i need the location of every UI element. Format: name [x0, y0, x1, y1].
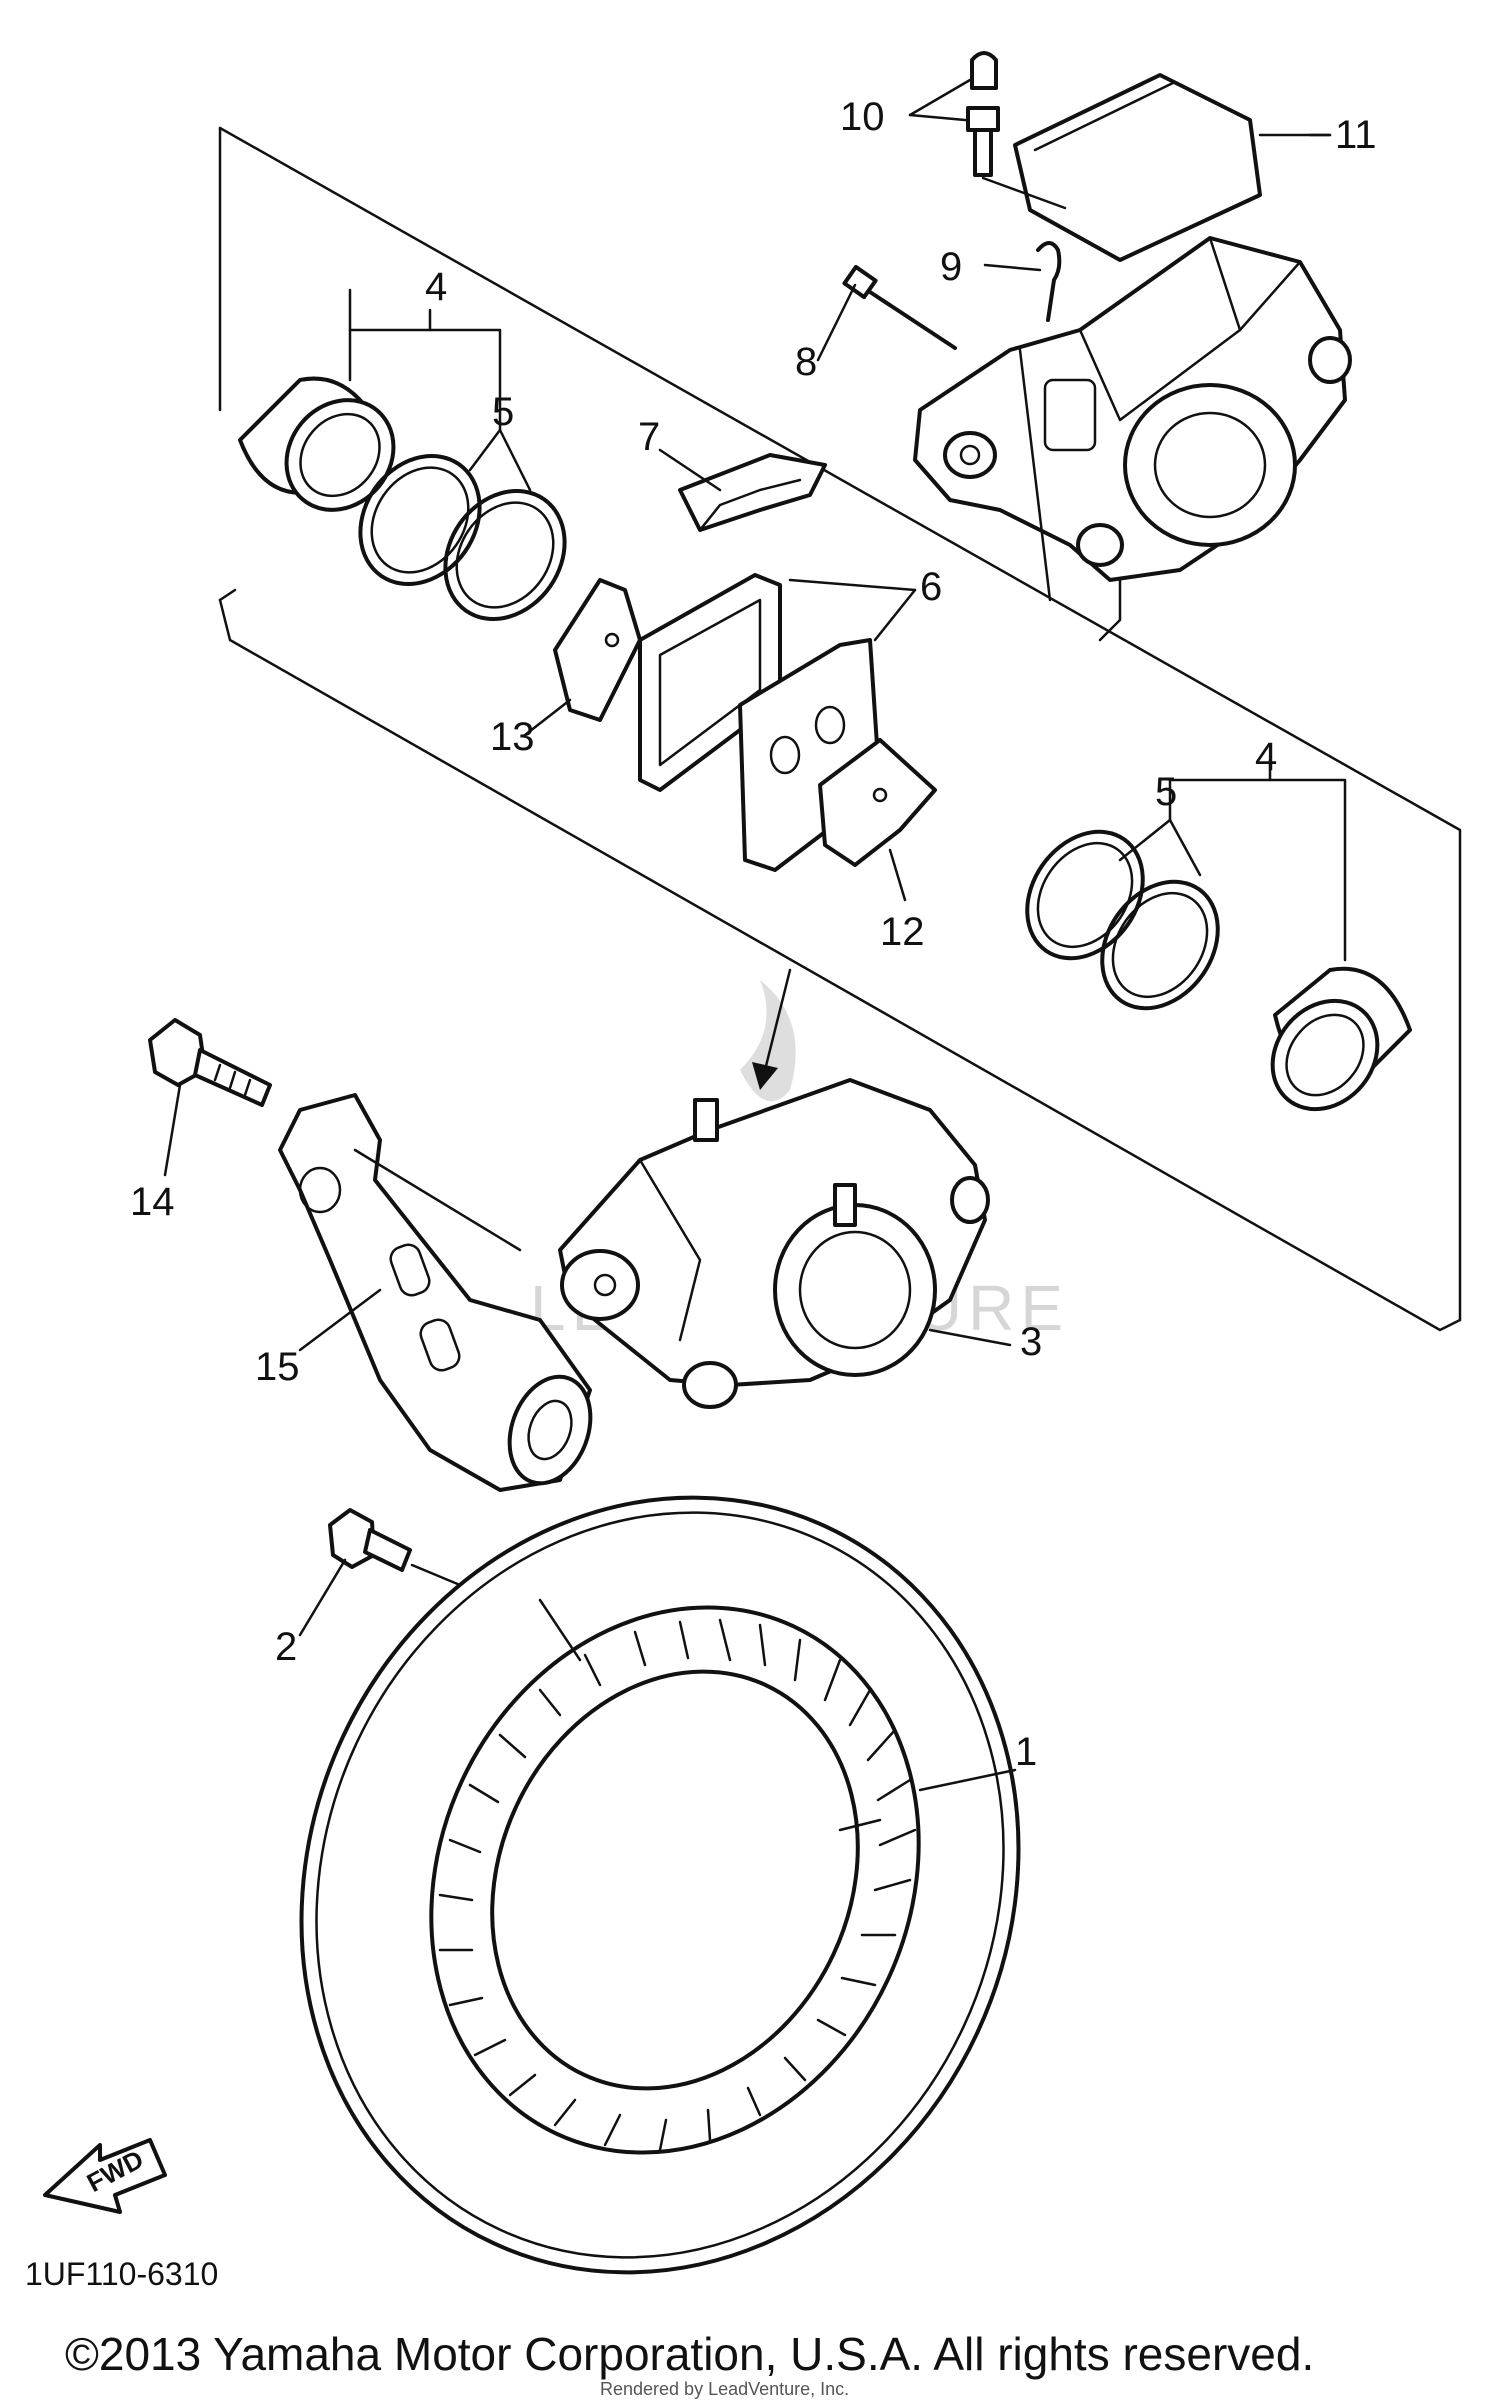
callout-13: 13: [490, 715, 535, 759]
pin-clip-part: [1036, 241, 1062, 322]
seals-upper: [358, 453, 567, 622]
pad-spring-part: [678, 453, 827, 532]
leader-lines: [163, 78, 1347, 1792]
callout-15: 15: [255, 1345, 300, 1389]
caliper-bracket-part: [278, 1093, 593, 1492]
piston-upper: [238, 376, 396, 512]
part-code: 1UF110-6310: [25, 2256, 218, 2292]
callout-12: 12: [880, 910, 925, 954]
callout-10: 10: [840, 95, 885, 139]
assembly-arrow: [752, 968, 792, 1090]
caliper-assembly-part: [558, 1078, 990, 1409]
copyright-notice: ©2013 Yamaha Motor Corporation, U.S.A. A…: [65, 2328, 1314, 2380]
callout-1: 1: [1015, 1730, 1037, 1774]
shim-12-part: [818, 738, 937, 867]
callout-14: 14: [130, 1180, 175, 1224]
shim-13-part: [553, 578, 642, 722]
bleed-screw-part: [966, 51, 1067, 210]
callout-8: 8: [795, 340, 817, 384]
piston-lower: [1270, 966, 1412, 1112]
callout-4-upper: 4: [425, 265, 447, 309]
callout-3: 3: [1020, 1320, 1042, 1364]
pad-pin-part: [842, 264, 957, 350]
callout-9: 9: [940, 245, 962, 289]
caliper-body-upper: [913, 236, 1352, 642]
bolt-14-part: [148, 1018, 272, 1107]
exploded-frame-lines: [218, 126, 1462, 1332]
callout-4-lower: 4: [1255, 735, 1277, 779]
render-credit: Rendered by LeadVenture, Inc.: [600, 2379, 849, 2399]
seals-lower: [1025, 829, 1220, 1011]
callout-6: 6: [920, 565, 942, 609]
fwd-arrow-icon: FWD: [43, 2138, 167, 2214]
callout-2: 2: [275, 1625, 297, 1669]
caliper-cover-part: [1013, 73, 1332, 262]
callout-11: 11: [1335, 113, 1377, 157]
brake-disc-part: [299, 1495, 1021, 2275]
callout-5-upper: 5: [492, 390, 514, 434]
callout-labels: 1 2 3 4 4 5 5 6 7 8 9 10 11 12 13 14 15: [130, 95, 1377, 1774]
callout-5-lower: 5: [1155, 770, 1177, 814]
callout-7: 7: [638, 415, 660, 459]
